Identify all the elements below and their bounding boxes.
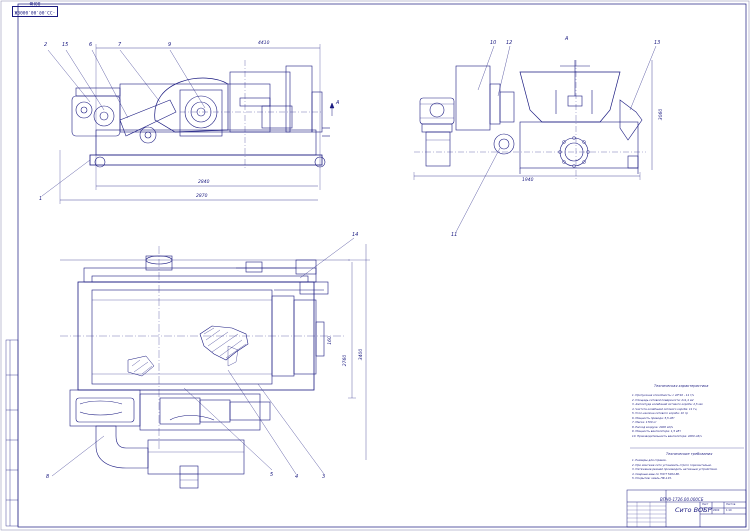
callout-12: 12 (506, 40, 513, 46)
req-line: 2. При монтаже сито установить строго го… (632, 462, 713, 467)
front-view-leaders (41, 49, 206, 197)
tech-line: 9. Мощность вентилятора: 1,5 кВт (632, 429, 681, 433)
req-line: 4. Сварные швы по ГОСТ 5264-80. (632, 471, 680, 476)
side-view-leaders (455, 45, 657, 233)
tech-line: 6. Мощность привода: 5,5 кВт (632, 415, 675, 420)
req-line: 5. Покрытие: эмаль ПФ-115. (632, 476, 672, 480)
callout-6: 6 (89, 42, 93, 48)
title-block-code: ВПЧ0-1726.00.000СБ (660, 497, 704, 502)
callout-2: 2 (44, 42, 48, 48)
dim-front-width-mid: 2840 (198, 180, 210, 185)
arrow-label-A: А (336, 100, 340, 106)
tech-requirements: 1. Размеры для справок. 2. При монтаже с… (632, 458, 740, 481)
tech-characteristics-title: Техническая характеристика (654, 384, 709, 388)
req-line: 1. Размеры для справок. (632, 458, 667, 462)
callout-10: 10 (490, 40, 497, 46)
title-block-name: Сито ВОБР (675, 506, 712, 514)
drawing-stamp: Ж3000.00.90.СС-ФН08 (12, 0, 58, 17)
title-block-sheet: Лист (702, 503, 709, 506)
tech-line: 4. Частота колебаний ситового короба: 11… (632, 406, 697, 411)
dim-front-width-bottom: 2870 (196, 194, 208, 199)
side-view (413, 60, 653, 180)
callout-5: 5 (270, 472, 274, 478)
req-line: 3. Натяжение ремней производить натяжным… (632, 467, 718, 471)
view-label-A: А (565, 36, 569, 42)
dim-side-width: 1940 (522, 178, 534, 183)
binding-margin (5, 339, 19, 527)
callout-8: 8 (46, 474, 50, 480)
title-block (626, 489, 747, 528)
dim-front-width-top: 4410 (258, 41, 270, 46)
tech-line: 8. Расход воздуха: 2000 м3/ч (632, 424, 674, 429)
tech-characteristics: 1. Пропускная способность: с 40*40 - 14 … (632, 393, 740, 438)
callout-13: 13 (654, 40, 661, 46)
callout-14: 14 (352, 232, 359, 238)
dim-plan-outer: 3400 (359, 348, 365, 361)
callout-4: 4 (295, 474, 299, 480)
callout-9: 9 (168, 42, 172, 48)
tech-line: 5. Угол наклона ситового короба: 10 гр (632, 411, 688, 415)
title-block-sheets: Листов (726, 503, 736, 506)
dim-plan-inner: 2760 (343, 354, 349, 367)
callout-3: 3 (322, 474, 326, 480)
callout-7: 7 (118, 42, 122, 48)
tech-line: 7. Масса: 1700 кг (632, 420, 657, 424)
plan-section-hatch (127, 325, 249, 377)
tech-requirements-title: Технические требования (666, 452, 713, 456)
front-view (59, 44, 330, 204)
title-block-mass: 2000 (713, 509, 720, 512)
callout-1: 1 (39, 196, 43, 202)
tech-line: 1. Пропускная способность: с 40*40 - 14 … (632, 393, 695, 397)
tech-line: 10. Производительность вентилятора: 4000… (632, 433, 702, 438)
dim-plan-flange: 160 (327, 336, 333, 345)
title-block-scale: 1:10 (726, 509, 732, 512)
callout-15: 15 (62, 42, 69, 48)
plan-view-leaders (51, 237, 355, 477)
section-arrow-A (329, 102, 335, 116)
plan-view (60, 244, 370, 489)
dim-side-height: 3060 (659, 108, 665, 121)
tech-line: 2. Площадь ситовой поверхности: 2х1,4 м2 (632, 397, 694, 402)
tech-line: 3. Амплитуда колебаний ситового короба: … (632, 402, 703, 406)
callout-11: 11 (451, 232, 458, 238)
